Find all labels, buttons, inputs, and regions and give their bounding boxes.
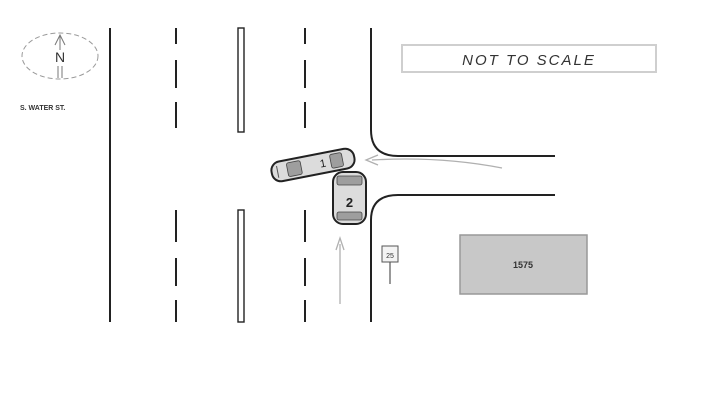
- scale-note-box: NOT TO SCALE: [401, 44, 657, 73]
- vehicle-1: 1: [270, 147, 356, 183]
- vehicle-2-number: 2: [346, 195, 353, 210]
- speed-limit-value: 25: [386, 253, 394, 260]
- vehicle-1-number: 1: [319, 158, 327, 171]
- street-label: S. WATER ST.: [20, 105, 65, 112]
- compass-ellipse: [21, 32, 99, 80]
- road-east-edge-north: [370, 28, 555, 157]
- compass-letter: N: [55, 49, 65, 65]
- vehicle-2: 2: [332, 171, 367, 225]
- vehicle-1-path-arrow: [364, 154, 503, 169]
- scale-note-text: NOT TO SCALE: [462, 52, 596, 69]
- vehicle-2-path-arrow: [335, 235, 345, 304]
- speed-limit-sign: 25: [381, 245, 399, 284]
- building-1575: 1575: [459, 234, 588, 295]
- building-number: 1575: [513, 260, 533, 270]
- road-east-edge-south: [370, 194, 555, 322]
- north-arrow-icon: [54, 33, 66, 78]
- north-compass: N: [21, 32, 99, 80]
- center-median: [237, 27, 245, 323]
